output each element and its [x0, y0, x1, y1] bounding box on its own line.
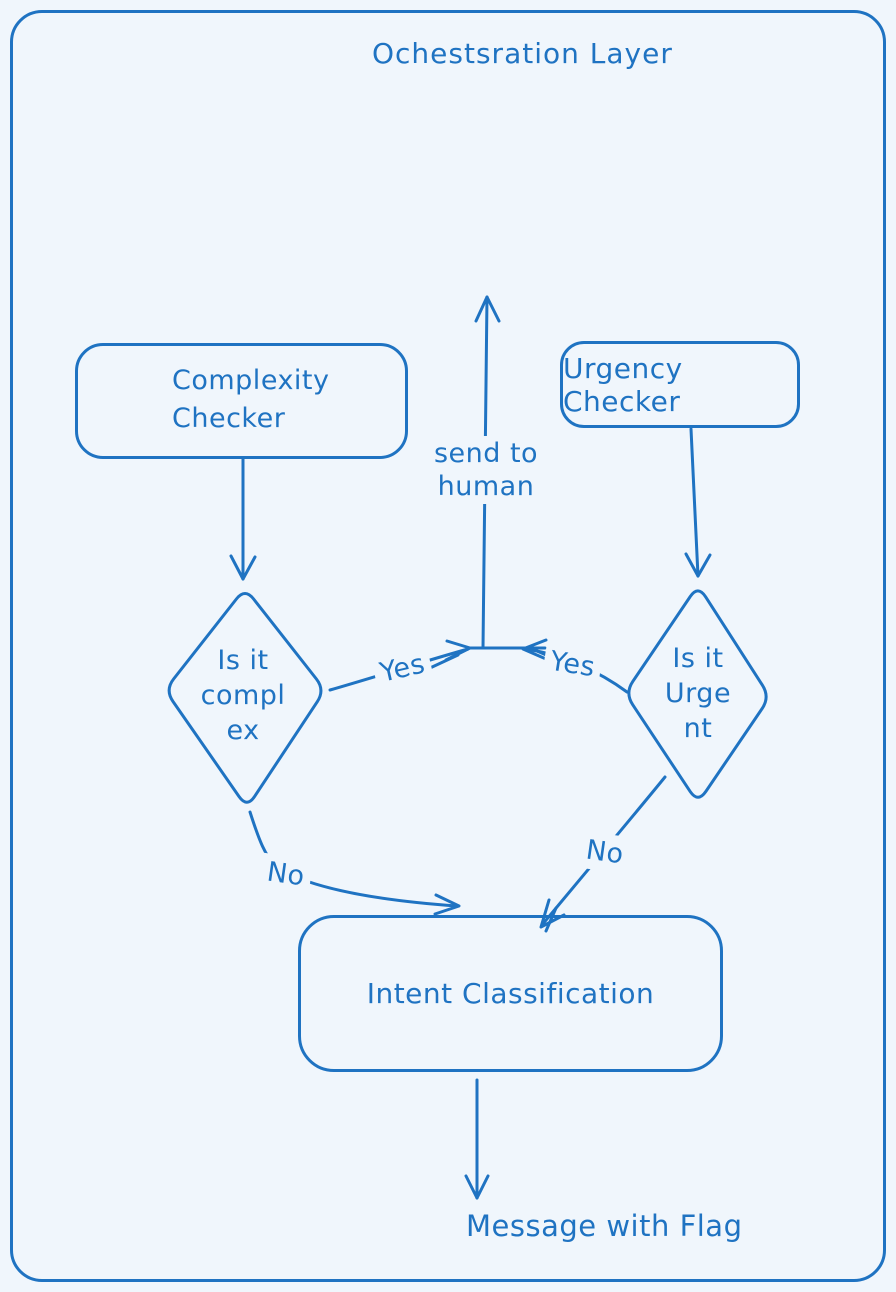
arrow-urgency-to-urgent	[684, 427, 712, 578]
intent-classification-label: Intent Classification	[366, 977, 655, 1010]
intent-classification-node: Intent Classification	[298, 915, 723, 1072]
complexity-checker-label: Complexity Checker	[172, 365, 330, 434]
orchestration-layer-container	[10, 10, 886, 1282]
urgency-checker-label: Urgency Checker	[563, 351, 683, 418]
urgent-decision-diamond	[627, 589, 768, 799]
complex-decision-diamond	[167, 592, 323, 804]
urgency-checker-node: Urgency Checker	[560, 341, 800, 428]
no-label-left: No	[258, 852, 314, 897]
urgent-decision-label: Is it Urge nt	[664, 643, 732, 744]
complex-decision-label: Is it compl ex	[200, 645, 286, 746]
complexity-checker-node	[75, 343, 408, 459]
arrow-intent-to-message	[464, 1078, 490, 1200]
diagram-title: Ochestsration Layer	[372, 37, 673, 70]
send-to-human-label: send to human	[422, 436, 550, 504]
no-label-right: No	[577, 830, 633, 875]
arrow-complexity-to-complex	[229, 456, 257, 581]
message-with-flag-label: Message with Flag	[466, 1209, 743, 1243]
